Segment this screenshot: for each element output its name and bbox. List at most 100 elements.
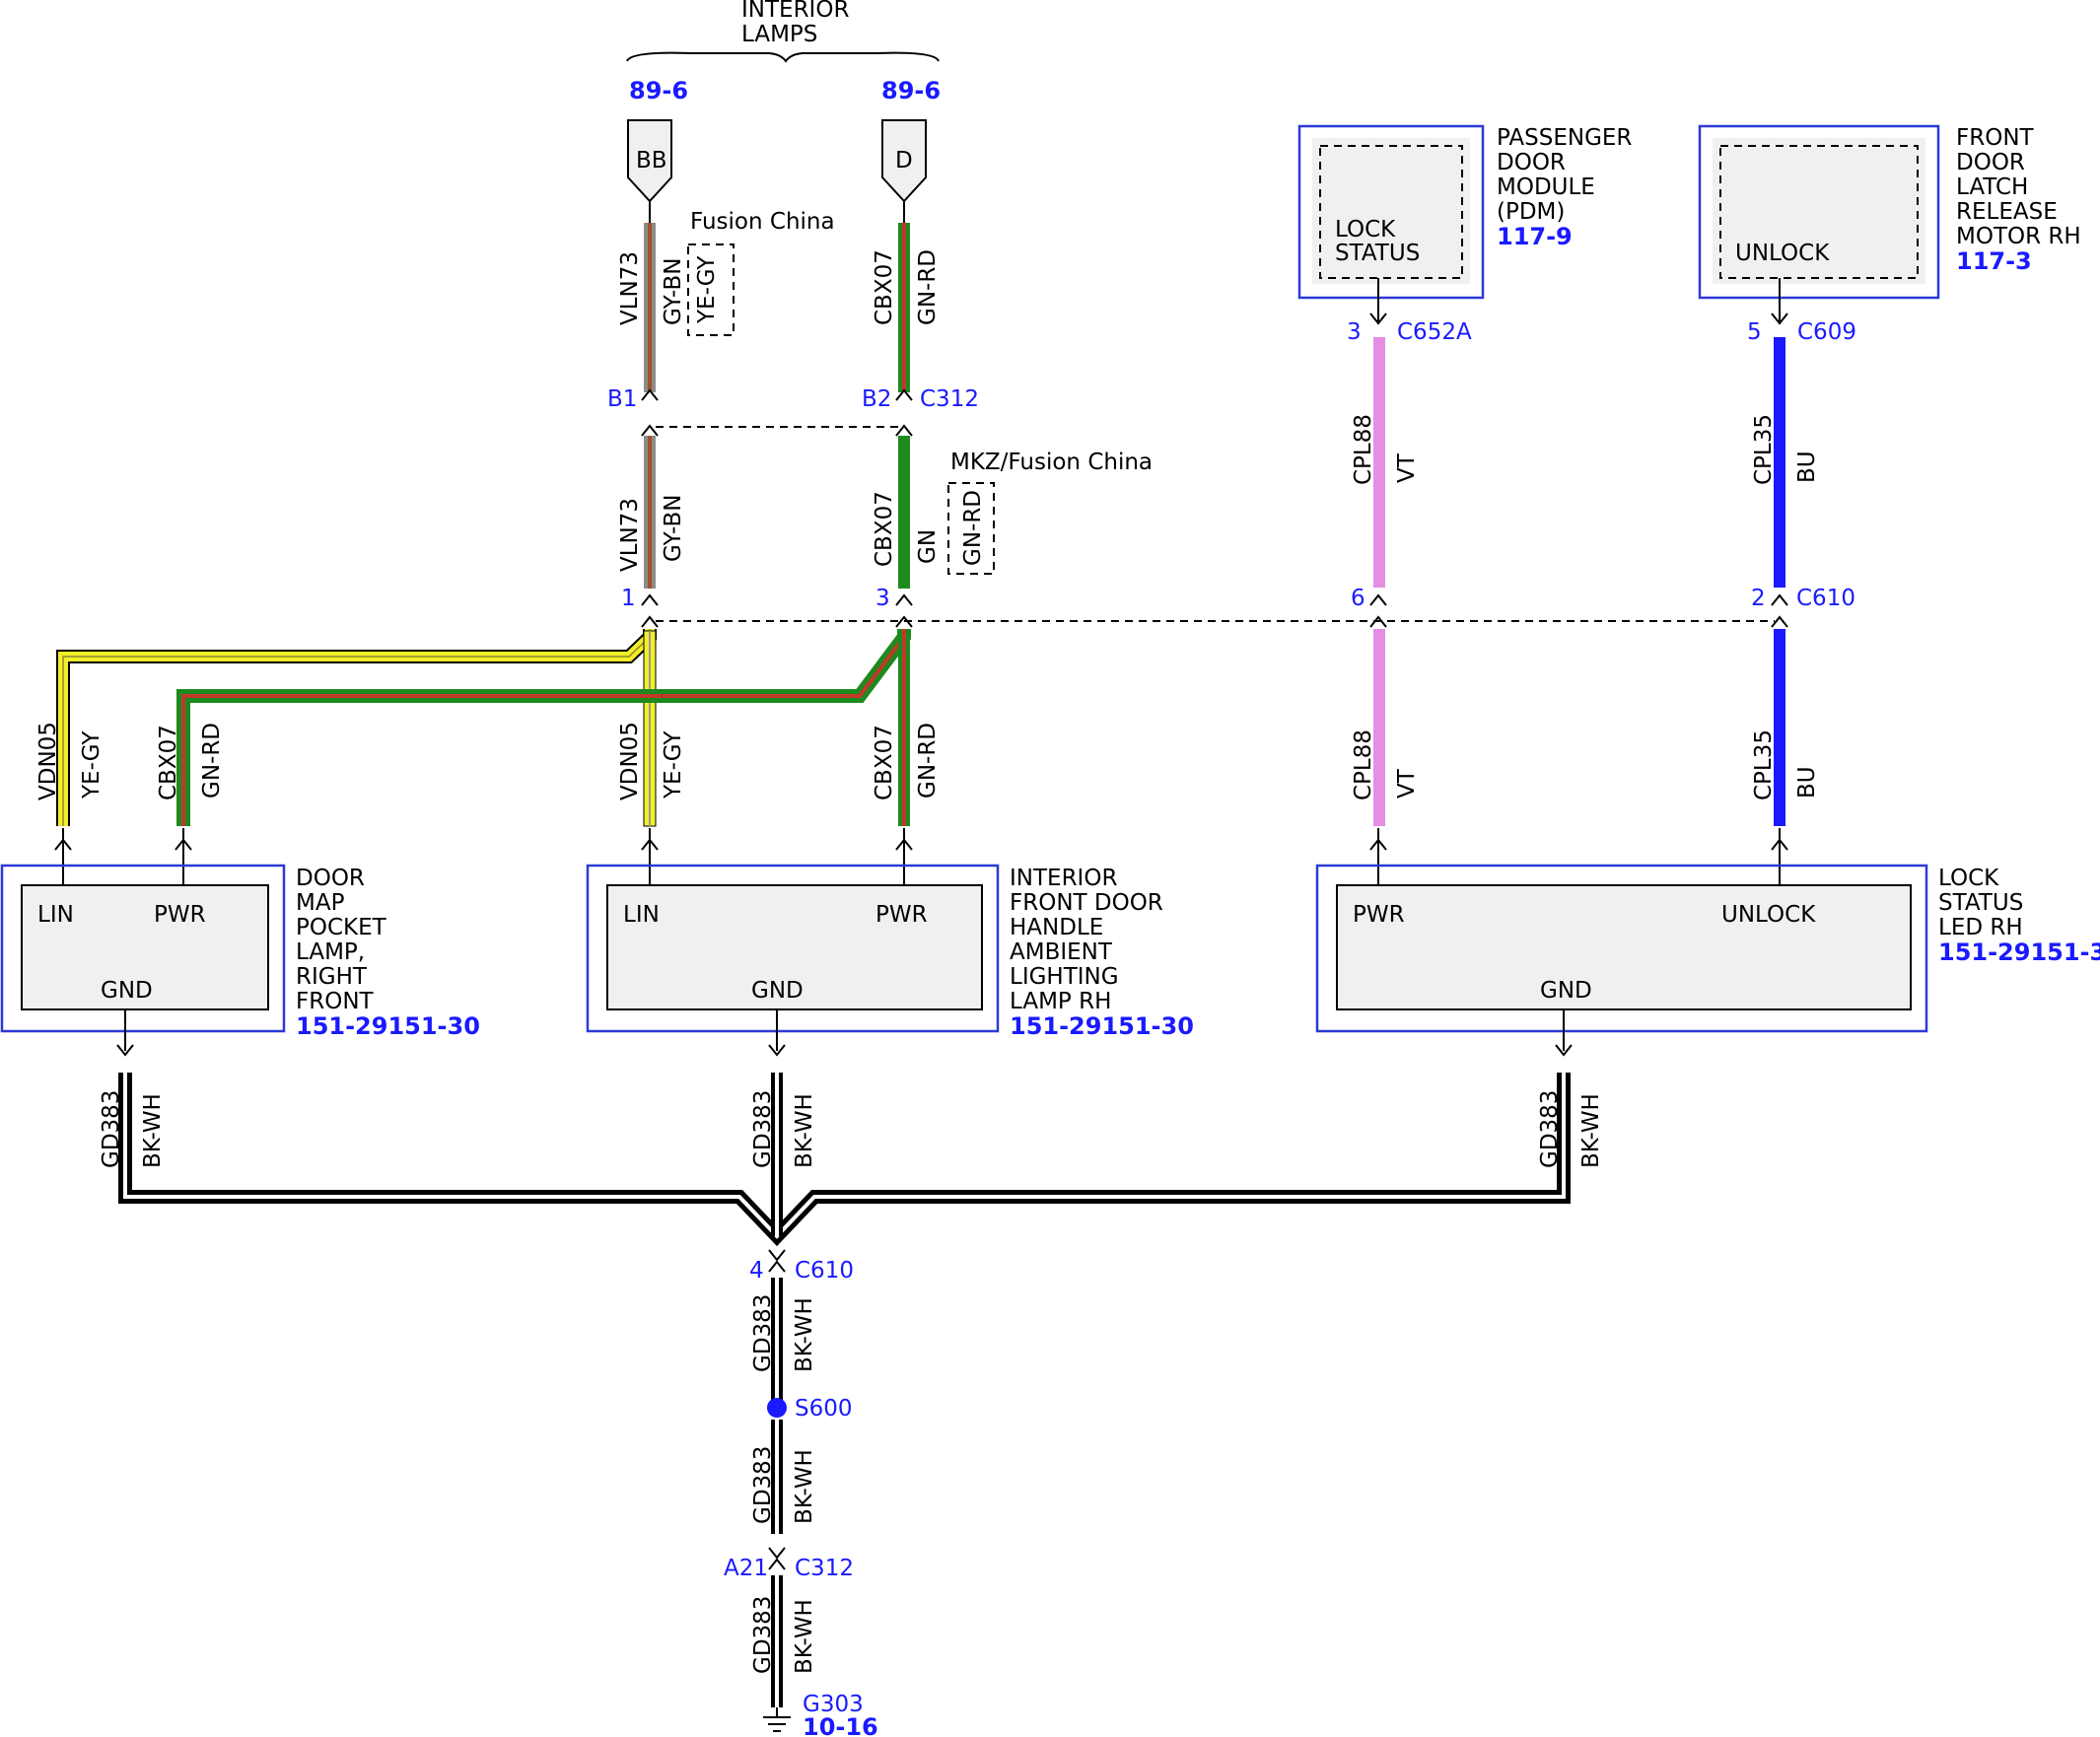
door-map-pwr-label: PWR <box>154 902 206 928</box>
handle-lamp-ref-link[interactable]: 151-29151-30 <box>1010 1012 1194 1040</box>
bkwh-label-mid: BK-WH <box>792 1093 817 1168</box>
door-map-title-5: RIGHT <box>296 964 368 990</box>
handle-lamp-title-5: LIGHTING <box>1010 964 1119 990</box>
interior-lamps-label-1: INTERIOR <box>741 0 849 23</box>
connector-c652a: C652A <box>1397 319 1472 345</box>
lock-led-pwr-label: PWR <box>1353 902 1405 928</box>
interior-lamps-brace <box>626 51 940 63</box>
pin-3-c652a: 3 <box>1347 319 1362 345</box>
connector-c609: C609 <box>1797 319 1856 345</box>
pin-1: 1 <box>621 586 636 611</box>
mkz-option-box <box>947 482 995 575</box>
pdm-title-2: DOOR <box>1497 150 1566 175</box>
lock-led-unlock-label: UNLOCK <box>1721 902 1816 928</box>
connector-c312-ground: C312 <box>795 1556 854 1581</box>
lock-led-inner <box>1336 884 1912 1010</box>
pin-a21: A21 <box>724 1556 768 1581</box>
wire-color-gnrd-alt: GN-RD <box>960 490 986 566</box>
wire-color-gybn-a: GY-BN <box>661 258 686 325</box>
latch-motor-box[interactable] <box>1698 124 1940 300</box>
wire-color-yegy-l: YE-GY <box>79 730 105 799</box>
wire-label-cpl88-b: CPL88 <box>1351 730 1376 800</box>
wire-color-bu-b: BU <box>1794 766 1820 799</box>
pdm-status-label: STATUS <box>1335 241 1420 266</box>
pin-b2: B2 <box>862 386 891 412</box>
gd383-label-seg4: GD383 <box>750 1596 776 1674</box>
wire-color-gybn-b: GY-BN <box>661 495 686 562</box>
handle-lamp-pwr-label: PWR <box>875 902 928 928</box>
gd383-label-seg2: GD383 <box>750 1294 776 1372</box>
lock-led-box[interactable] <box>1315 864 1928 1033</box>
bkwh-label-right: BK-WH <box>1578 1093 1604 1168</box>
pdm-ref-link[interactable]: 117-9 <box>1497 223 1573 250</box>
wire-label-cpl88-a: CPL88 <box>1351 414 1376 485</box>
ground-ref-link[interactable]: 10-16 <box>803 1713 878 1737</box>
door-map-title-2: MAP <box>296 890 345 916</box>
door-map-title-6: FRONT <box>296 989 375 1014</box>
splice-s600 <box>767 1398 787 1418</box>
wire-label-vdn05-m: VDN05 <box>617 722 643 800</box>
handle-lamp-title-1: INTERIOR <box>1010 866 1117 891</box>
handle-lamp-title-4: AMBIENT <box>1010 939 1113 965</box>
connector-c610: C610 <box>1796 586 1855 611</box>
wire-color-gn-b: GN <box>915 529 941 564</box>
lock-led-title-1: LOCK <box>1938 866 1999 891</box>
handle-lamp-box[interactable] <box>586 864 1000 1033</box>
handle-lamp-title-6: LAMP RH <box>1010 989 1111 1014</box>
latch-inner-dashed <box>1719 145 1919 279</box>
pdm-box[interactable] <box>1297 124 1485 300</box>
latch-unlock-label: UNLOCK <box>1735 241 1830 266</box>
latch-title-3: LATCH <box>1956 174 2028 200</box>
bkwh-label-seg3: BK-WH <box>792 1449 817 1524</box>
interior-lamps-label-2: LAMPS <box>741 22 817 47</box>
connector-c610-ground: C610 <box>795 1258 854 1284</box>
connector-bb <box>627 119 672 203</box>
door-map-lamp-box[interactable] <box>0 864 286 1033</box>
wire-color-vt-b: VT <box>1394 768 1420 799</box>
pdm-lock-label: LOCK <box>1335 217 1396 243</box>
pdm-title-4: (PDM) <box>1497 199 1565 225</box>
wire-label-cpl35-a: CPL35 <box>1751 414 1777 485</box>
door-map-title-1: DOOR <box>296 866 365 891</box>
gd383-label-right: GD383 <box>1537 1090 1563 1168</box>
wire-label-cbx07-m: CBX07 <box>872 725 897 800</box>
wire-color-yegy-m: YE-GY <box>661 730 686 799</box>
ref-89-6-right[interactable]: 89-6 <box>881 77 941 104</box>
connector-bb-label: BB <box>636 148 667 174</box>
wire-color-yegy-alt: YE-GY <box>694 255 720 324</box>
pdm-title-1: PASSENGER <box>1497 125 1632 151</box>
gd383-label-mid: GD383 <box>750 1090 776 1168</box>
lock-led-ref-link[interactable]: 151-29151-30 <box>1938 938 2100 966</box>
lock-led-title-3: LED RH <box>1938 915 2023 940</box>
pin-6: 6 <box>1351 586 1365 611</box>
ref-89-6-left[interactable]: 89-6 <box>629 77 688 104</box>
connector-d-label: D <box>895 148 913 174</box>
latch-ref-link[interactable]: 117-3 <box>1956 247 2032 275</box>
door-map-title-3: POCKET <box>296 915 387 940</box>
fusion-china-option-box <box>687 243 735 336</box>
lock-led-title-2: STATUS <box>1938 890 2023 916</box>
door-map-ref-link[interactable]: 151-29151-30 <box>296 1012 480 1040</box>
handle-lamp-title-2: FRONT DOOR <box>1010 890 1163 916</box>
door-map-lin-label: LIN <box>37 902 74 928</box>
wire-color-vt-a: VT <box>1394 452 1420 483</box>
latch-title-2: DOOR <box>1956 150 2025 175</box>
lock-led-gnd-label: GND <box>1540 978 1592 1004</box>
fusion-china-label: Fusion China <box>690 209 835 235</box>
bkwh-label-seg4: BK-WH <box>792 1599 817 1674</box>
wire-cbx07-mid <box>898 436 910 589</box>
door-map-lamp-inner <box>21 884 269 1010</box>
splice-s600-label: S600 <box>795 1396 853 1422</box>
wire-cpl35-top <box>1774 337 1785 588</box>
wire-label-cbx07-b: CBX07 <box>872 491 897 567</box>
pin-4: 4 <box>749 1258 764 1284</box>
wire-color-gnrd-a: GN-RD <box>915 249 941 325</box>
pdm-inner-dashed <box>1319 145 1463 279</box>
pin-b1: B1 <box>607 386 637 412</box>
latch-title-1: FRONT <box>1956 125 2035 151</box>
gd383-label-left: GD383 <box>99 1090 124 1168</box>
ground-bus <box>118 1073 1571 1247</box>
wire-color-gnrd-l: GN-RD <box>199 723 225 799</box>
handle-lamp-inner <box>606 884 983 1010</box>
wire-cpl35-bottom <box>1774 629 1785 826</box>
